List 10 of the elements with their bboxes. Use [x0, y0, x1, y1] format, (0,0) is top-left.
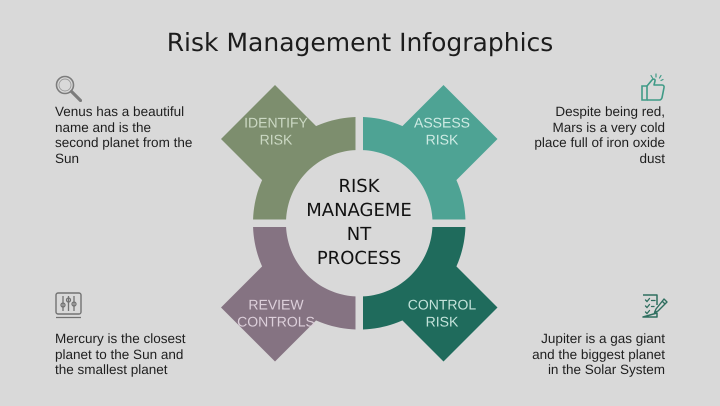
center-title: RISK MANAGEMENT PROCESS: [305, 175, 413, 271]
description-text: Venus has a beautiful name and is the second planet from the Sun: [55, 104, 194, 166]
step-label: REVIEW CONTROLS: [236, 296, 316, 330]
slide-title: Risk Management Infographics: [166, 28, 554, 58]
step-label: IDENTIFY RISK: [243, 114, 309, 148]
step-label: CONTROL RISK: [406, 296, 478, 330]
description-text: Mercury is the closest planet to the Sun and the smallest planet: [55, 331, 187, 378]
step-label: ASSESS RISK: [412, 114, 472, 148]
description-text: Despite being red, Mars is a very cold place full of iron oxide dust: [533, 104, 665, 166]
description-text: Jupiter is a gas giant and the biggest planet in the Solar System: [531, 331, 665, 378]
